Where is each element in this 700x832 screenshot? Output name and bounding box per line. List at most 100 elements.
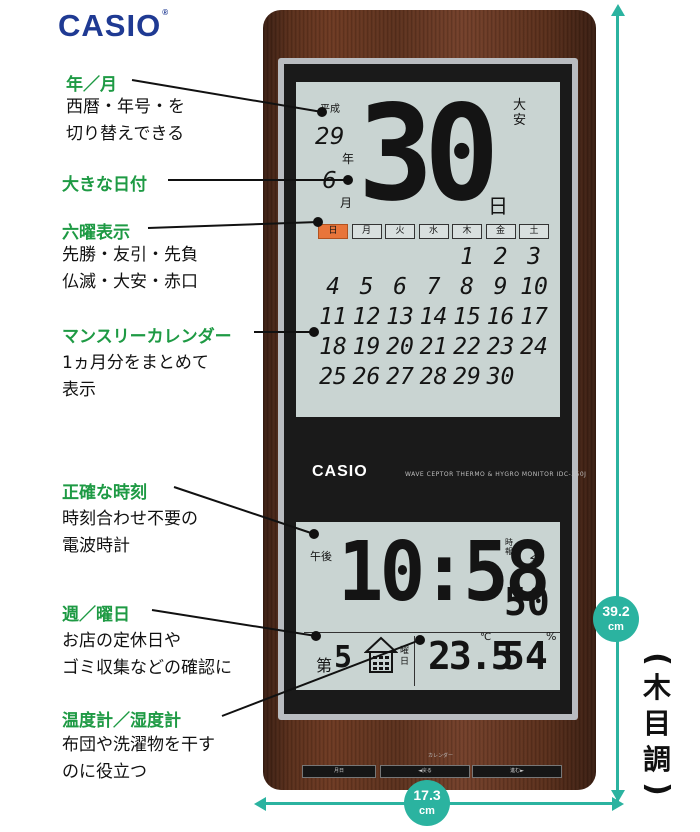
lcd-divider bbox=[304, 632, 560, 633]
calendar-date: 26 bbox=[352, 364, 381, 390]
calendar-date: 24 bbox=[520, 334, 548, 360]
leader-dot-time bbox=[309, 529, 319, 539]
calendar-date: 3 bbox=[527, 244, 541, 270]
leader-dot-calendar bbox=[309, 327, 319, 337]
calendar-date: 30 bbox=[486, 364, 515, 390]
temp-unit: ℃ bbox=[480, 632, 492, 643]
calendar-date: 28 bbox=[419, 364, 448, 390]
day-unit: 日 bbox=[488, 194, 508, 218]
leader-year-month bbox=[131, 79, 323, 113]
time-signal-label: 時報 bbox=[505, 538, 513, 556]
rokuyo-value: 大安 bbox=[513, 98, 527, 128]
calendar-date: 8 bbox=[460, 274, 474, 300]
seconds-display: 50 bbox=[504, 580, 550, 624]
week-prefix: 第 bbox=[316, 656, 333, 675]
temperature-display: 23.5 bbox=[428, 634, 514, 678]
forward-button[interactable]: 進む► bbox=[472, 765, 562, 778]
calendar-lcd bbox=[296, 82, 560, 417]
lcd-vdivider bbox=[414, 636, 415, 686]
annotation-title-rokuyo: 六曜表示 bbox=[62, 223, 130, 243]
casio-logo: CASIO® bbox=[58, 8, 170, 43]
weekday-header-4: 木 bbox=[452, 224, 482, 239]
calendar-date: 22 bbox=[453, 334, 481, 360]
humidity-unit: % bbox=[546, 630, 557, 643]
calendar-date: 7 bbox=[426, 274, 441, 300]
leader-dot-rokuyo bbox=[313, 217, 323, 227]
calendar-date: 23 bbox=[486, 334, 515, 360]
calendar-date: 25 bbox=[319, 364, 347, 390]
calendar-date: 16 bbox=[486, 304, 515, 330]
leader-dot-big-date bbox=[343, 175, 353, 185]
weekday-label: 曜日 bbox=[400, 646, 410, 667]
humidity-display: 54 bbox=[502, 634, 548, 678]
ampm-label: 午後 bbox=[310, 550, 332, 563]
leader-time bbox=[173, 486, 315, 535]
leader-dot-week bbox=[311, 631, 321, 641]
weekday-header-3: 水 bbox=[418, 224, 449, 239]
annotation-desc-thermo: 布団や洗濯物を干すのに役立つ bbox=[62, 735, 215, 782]
weekday-header-6: 土 bbox=[519, 224, 549, 239]
arrow-left-icon bbox=[254, 797, 266, 811]
leader-week bbox=[151, 609, 317, 637]
time-display: 10:58 bbox=[338, 525, 550, 620]
arrow-right-icon bbox=[612, 797, 624, 811]
calendar-date: 9 bbox=[493, 274, 508, 300]
leader-dot-thermo bbox=[415, 635, 425, 645]
calendar-date: 12 bbox=[352, 304, 381, 330]
month-unit: 月 bbox=[340, 196, 353, 210]
calendar-date: 20 bbox=[386, 334, 414, 360]
height-dimension-line bbox=[616, 12, 619, 802]
calendar-date: 21 bbox=[419, 334, 448, 360]
calendar-date: 15 bbox=[453, 304, 481, 330]
era-label: 平成 bbox=[320, 104, 340, 115]
leader-rokuyo bbox=[147, 221, 319, 229]
calendar-date: 18 bbox=[319, 334, 347, 360]
annotation-title-year-month: 年／月 bbox=[66, 75, 117, 95]
leader-dot-year-month bbox=[317, 107, 327, 117]
calendar-button-label: カレンダー bbox=[428, 753, 454, 759]
annotation-desc-time: 時刻合わせ不要の電波時計 bbox=[62, 509, 198, 556]
calendar-date: 14 bbox=[419, 304, 448, 330]
annotation-desc-year-month: 西暦・年号・を切り替えできる bbox=[66, 97, 185, 144]
material-label: ( 木 目 調 ) bbox=[640, 652, 675, 796]
brand-label: CASIO bbox=[312, 463, 368, 480]
annotation-title-big-date: 大きな日付 bbox=[62, 175, 147, 195]
annotation-title-thermo: 温度計／湿度計 bbox=[62, 711, 181, 731]
leader-thermo bbox=[221, 639, 421, 717]
week-number: 5 bbox=[334, 640, 353, 675]
weekday-header-0: 日 bbox=[318, 224, 348, 239]
calendar-date: 5 bbox=[359, 274, 374, 300]
annotation-title-calendar: マンスリーカレンダー bbox=[62, 327, 232, 347]
annotation-desc-rokuyo: 先勝・友引・先負仏滅・大安・赤口 bbox=[62, 245, 198, 292]
weekday-header-5: 金 bbox=[485, 224, 516, 239]
calendar-date: 11 bbox=[319, 304, 347, 330]
weekday-header-1: 月 bbox=[351, 224, 382, 239]
calendar-date: 6 bbox=[393, 274, 407, 300]
calendar-date: 17 bbox=[520, 304, 548, 330]
model-tagline: WAVE CEPTOR THERMO & HYGRO MONITOR IDC-3… bbox=[405, 471, 587, 478]
year-value: 29 bbox=[315, 124, 345, 150]
calendar-date: 4 bbox=[326, 274, 340, 300]
back-button[interactable]: ◄戻る bbox=[380, 765, 470, 778]
weekday-header-2: 火 bbox=[385, 224, 415, 239]
radio-wave-icon: ⚡ bbox=[528, 552, 538, 568]
calendar-date: 27 bbox=[386, 364, 414, 390]
annotation-title-time: 正確な時刻 bbox=[62, 483, 147, 503]
year-unit: 年 bbox=[342, 152, 355, 166]
time-lcd bbox=[296, 522, 560, 690]
calendar-date: 19 bbox=[352, 334, 381, 360]
calendar-date: 1 bbox=[460, 244, 474, 270]
annotation-title-week: 週／曜日 bbox=[62, 605, 130, 625]
annotation-desc-week: お店の定休日やゴミ収集などの確認に bbox=[62, 631, 232, 678]
calendar-date: 13 bbox=[386, 304, 414, 330]
arrow-up-icon bbox=[611, 4, 625, 16]
big-day: 30 bbox=[358, 77, 500, 231]
calendar-date: 29 bbox=[453, 364, 481, 390]
calendar-date: 2 bbox=[493, 244, 508, 270]
calendar-date: 10 bbox=[520, 274, 548, 300]
month-day-button[interactable]: 月日 bbox=[302, 765, 376, 778]
annotation-desc-calendar: 1ヵ月分をまとめて表示 bbox=[62, 353, 209, 400]
